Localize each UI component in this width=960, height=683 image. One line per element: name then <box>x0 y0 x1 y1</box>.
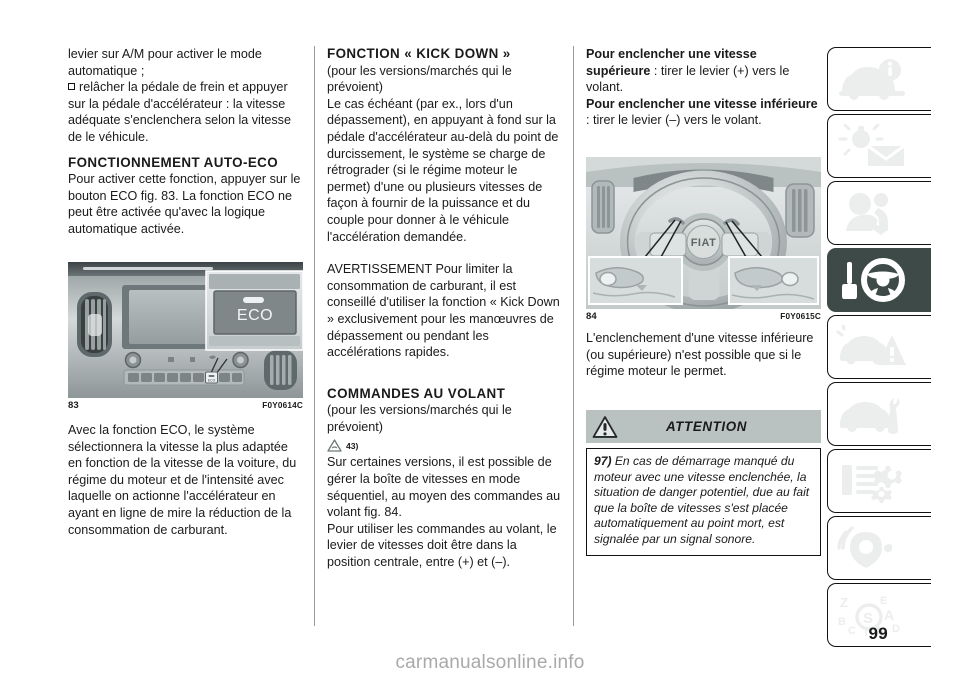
attention-body-text: En cas de démarrage manqué du moteur ave… <box>594 454 810 546</box>
page-number: 99 <box>868 624 888 643</box>
dashboard-illustration: ECO ECO <box>68 262 303 398</box>
text-column-3: Pour enclencher une vitesse supérieure :… <box>586 46 821 129</box>
child-seat-safety-icon <box>835 188 909 238</box>
text-column-1-continued: Avec la fonction ECO, le système sélecti… <box>68 414 303 538</box>
paragraph: (pour les versions/marchés qui le prévoi… <box>327 63 512 95</box>
figure-84: FIAT <box>586 157 821 322</box>
figure-number: 84 <box>586 311 597 322</box>
figure-83: ECO ECO 83 F0Y0614C <box>68 262 303 411</box>
paragraph: L'enclenchement d'une vitesse inférieure… <box>586 331 814 379</box>
section-tabs-sidebar: Z B C T E A D S <box>827 47 931 650</box>
key-steering-wheel-icon <box>835 255 909 305</box>
svg-text:T: T <box>862 624 870 637</box>
svg-text:D: D <box>892 623 900 635</box>
car-info-icon <box>835 54 909 104</box>
section-heading: FONCTIONNEMENT AUTO-ECO <box>68 154 279 170</box>
figure-caption: 83 F0Y0614C <box>68 400 303 411</box>
warning-reference-number: 43) <box>346 440 359 451</box>
text-column-3-continued: L'enclenchement d'une vitesse inférieure… <box>586 330 821 380</box>
paragraph: Pour enclencher une vitesse inférieure :… <box>586 96 821 129</box>
sidebar-tab-emergency[interactable] <box>827 315 931 379</box>
figure-number: 83 <box>68 400 79 411</box>
column-divider-1 <box>314 46 315 626</box>
section-heading: FONCTION « Kick Down » <box>327 46 511 61</box>
sidebar-tab-multimedia[interactable] <box>827 516 931 580</box>
paragraph: Pour utiliser les commandes au volant, l… <box>327 521 557 570</box>
bullet-paragraph: relâcher la pédale de frein et appuyer s… <box>68 79 303 145</box>
attention-header: ATTENTION <box>586 410 821 443</box>
bullet-text: relâcher la pédale de frein et appuyer s… <box>68 80 291 144</box>
section-heading: COMMANDES AU VOLANT <box>327 385 506 401</box>
multimedia-icon <box>835 523 909 573</box>
svg-text:Z: Z <box>840 595 848 610</box>
svg-text:A: A <box>884 607 894 623</box>
car-warning-triangle-icon <box>835 322 909 372</box>
paragraph: AVERTISSEMENT Pour limiter la consommati… <box>327 262 560 360</box>
attention-label: ATTENTION <box>665 419 748 434</box>
paragraph: Le cas échéant (par ex., lors d'un dépas… <box>327 96 559 244</box>
paragraph: (pour les versions/marchés qui le prévoi… <box>327 403 512 434</box>
paragraph: Avec la fonction ECO, le système sélecti… <box>68 423 297 537</box>
attention-text: 97) En cas de démarrage manqué du moteur… <box>586 448 821 556</box>
figure-code: F0Y0614C <box>262 401 303 410</box>
svg-text:ECO: ECO <box>208 379 216 383</box>
attention-block: ATTENTION 97) En cas de démarrage manqué… <box>586 410 821 556</box>
attention-reference-number: 97) <box>594 454 612 468</box>
text-column-2: FONCTION « Kick Down » (pour les version… <box>327 46 562 571</box>
sidebar-tab-alphabetical-index[interactable]: Z B C T E A D S <box>827 583 931 647</box>
sidebar-tab-maintenance[interactable] <box>827 382 931 446</box>
svg-text:C: C <box>848 625 856 637</box>
paragraph-lead-bold: Pour enclencher une vitesse inférieure <box>586 96 818 111</box>
svg-text:E: E <box>880 595 887 607</box>
warning-triangle-icon <box>327 439 342 453</box>
svg-text:S: S <box>863 610 873 627</box>
car-wrench-icon <box>835 389 909 439</box>
steering-wheel-illustration: FIAT <box>586 157 821 309</box>
sun-envelope-icon <box>835 121 909 171</box>
figure-caption: 84 F0Y0615C <box>586 311 821 322</box>
paragraph: Pour enclencher une vitesse supérieure :… <box>586 46 821 96</box>
paragraph-rest: : tirer le levier (–) vers le volant. <box>586 113 762 128</box>
list-gears-icon <box>835 456 909 506</box>
column-divider-2 <box>573 46 574 626</box>
square-bullet-icon <box>68 83 75 91</box>
figure-code: F0Y0615C <box>780 312 821 321</box>
paragraph: Sur certaines versions, il est possible … <box>327 455 561 520</box>
paragraph: levier sur A/M pour activer le mode auto… <box>68 47 262 78</box>
attention-triangle-icon <box>592 415 618 438</box>
alphabetical-index-icon: Z B C T E A D S <box>835 590 909 640</box>
svg-text:ECO: ECO <box>237 307 273 324</box>
sidebar-tab-safety[interactable] <box>827 181 931 245</box>
text-column-1: levier sur A/M pour activer le mode auto… <box>68 46 303 238</box>
svg-text:B: B <box>838 616 846 628</box>
warning-reference: 43) <box>327 438 562 453</box>
footer-watermark: carmanualsonline.info <box>395 652 585 673</box>
paragraph-lead-bold: Pour enclencher une vitesse supérieure <box>586 47 757 78</box>
paragraph: Pour activer cette fonction, appuyer sur… <box>68 172 301 236</box>
paragraph-rest: : tirer le levier (+) vers le volant. <box>586 63 790 95</box>
sidebar-tab-car-info[interactable] <box>827 47 931 111</box>
sidebar-tab-dashboard[interactable] <box>827 114 931 178</box>
svg-text:FIAT: FIAT <box>691 237 717 249</box>
sidebar-tab-starting-driving[interactable] <box>827 248 931 312</box>
sidebar-tab-technical-specs[interactable] <box>827 449 931 513</box>
